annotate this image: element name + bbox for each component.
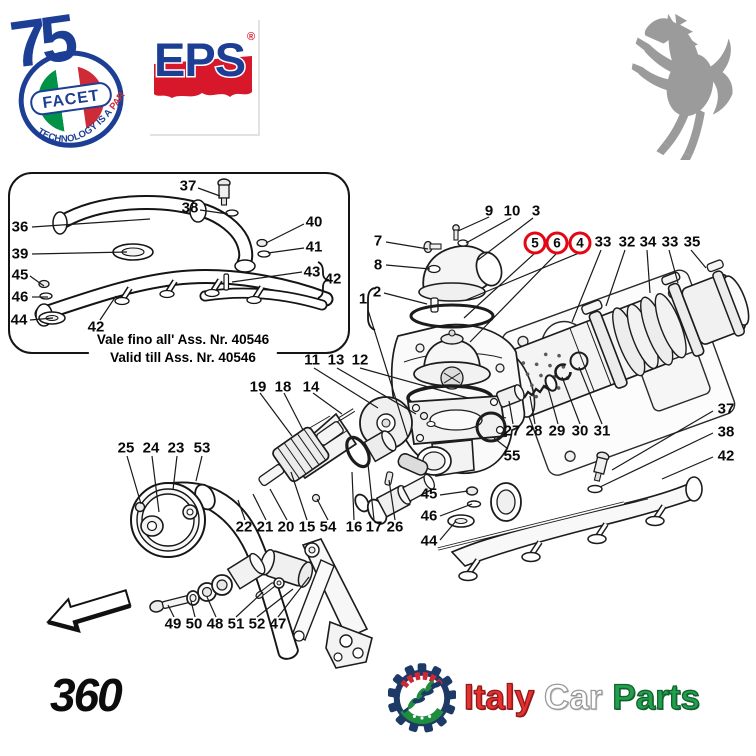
callout-1: 1 bbox=[358, 290, 368, 308]
callout-37: 37 bbox=[179, 177, 197, 195]
laurel-green-arc bbox=[400, 707, 444, 725]
callout-38: 38 bbox=[717, 423, 735, 441]
store-logo: Italy Car Parts bbox=[388, 660, 710, 736]
callout-33: 33 bbox=[594, 233, 612, 251]
callout-10: 10 bbox=[503, 202, 521, 220]
callout-20: 20 bbox=[277, 518, 295, 536]
bracket-glyph bbox=[367, 287, 376, 331]
bracket-glyph bbox=[317, 261, 330, 299]
callout-14: 14 bbox=[302, 378, 320, 396]
hardware-row bbox=[149, 453, 429, 613]
facet-name-band bbox=[30, 82, 112, 116]
callout-36: 36 bbox=[11, 218, 29, 236]
callout-35: 35 bbox=[683, 233, 701, 251]
callout-39: 39 bbox=[11, 245, 29, 263]
callout-42: 42 bbox=[87, 318, 105, 336]
callout-43: 43 bbox=[303, 263, 321, 281]
callout-18: 18 bbox=[274, 378, 292, 396]
callout-6: 6 bbox=[545, 231, 569, 255]
small-parts-diagonal bbox=[475, 351, 589, 443]
callout-42: 42 bbox=[324, 270, 342, 288]
callout-45: 45 bbox=[11, 266, 29, 284]
callout-38: 38 bbox=[181, 199, 199, 217]
inset-note-line1: Vale fino all' Ass. Nr. 40546 bbox=[96, 332, 270, 347]
branch-icon bbox=[402, 680, 442, 714]
eps-red-shape bbox=[154, 56, 252, 98]
ferrari-horse-icon bbox=[631, 13, 733, 160]
hose-clamp bbox=[588, 310, 628, 389]
callout-16: 16 bbox=[345, 518, 363, 536]
thermostat-assembly bbox=[406, 224, 508, 477]
callout-54: 54 bbox=[319, 518, 337, 536]
callout-12: 12 bbox=[351, 351, 369, 369]
store-word-parts: Parts bbox=[612, 677, 701, 717]
callout-4: 4 bbox=[568, 231, 592, 255]
callout-27: 27 bbox=[503, 422, 521, 440]
callout-49: 49 bbox=[164, 615, 182, 633]
callout-51: 51 bbox=[227, 615, 245, 633]
inset-note-line2: Valid till Ass. Nr. 40546 bbox=[110, 349, 256, 365]
callout-3: 3 bbox=[531, 202, 541, 220]
callout-5: 5 bbox=[523, 231, 547, 255]
pump-cover-assembly bbox=[285, 412, 435, 525]
leader-lines bbox=[29, 187, 714, 618]
callout-37: 37 bbox=[717, 400, 735, 418]
callout-31: 31 bbox=[593, 422, 611, 440]
store-word-italy: Italy bbox=[463, 677, 535, 717]
eps-logo: EPS ® bbox=[148, 18, 258, 134]
store-word-car: Car bbox=[543, 677, 603, 717]
callout-46: 46 bbox=[11, 288, 29, 306]
manifold-lower bbox=[437, 451, 703, 582]
callout-23: 23 bbox=[167, 439, 185, 457]
callout-46: 46 bbox=[420, 507, 438, 525]
callout-11: 11 bbox=[304, 351, 320, 369]
callout-45: 45 bbox=[420, 485, 438, 503]
callout-44: 44 bbox=[10, 311, 28, 329]
callout-7: 7 bbox=[373, 232, 383, 250]
inset-box bbox=[8, 172, 350, 354]
callout-47: 47 bbox=[269, 615, 287, 633]
callout-2: 2 bbox=[372, 283, 382, 301]
callout-34: 34 bbox=[639, 233, 657, 251]
model-label: 360 bbox=[50, 669, 123, 721]
callout-44: 44 bbox=[420, 532, 438, 550]
direction-arrow bbox=[46, 589, 132, 634]
gear-icon bbox=[388, 663, 456, 733]
callout-40: 40 bbox=[305, 213, 323, 231]
pulley-assembly bbox=[130, 481, 299, 660]
callout-22: 22 bbox=[235, 518, 253, 536]
inset-early-version-parts bbox=[34, 178, 334, 327]
eps-reg-mark: ® bbox=[247, 31, 255, 43]
callout-50: 50 bbox=[185, 615, 203, 633]
callout-42: 42 bbox=[717, 447, 735, 465]
callout-19: 19 bbox=[249, 378, 267, 396]
callout-26: 26 bbox=[386, 518, 404, 536]
tensioner-bracket bbox=[259, 538, 373, 669]
callout-30: 30 bbox=[571, 422, 589, 440]
callout-9: 9 bbox=[484, 202, 494, 220]
rotor-shaft bbox=[258, 421, 344, 487]
callout-15: 15 bbox=[298, 518, 316, 536]
callout-21: 21 bbox=[256, 518, 274, 536]
callout-24: 24 bbox=[142, 439, 160, 457]
eps-name: EPS bbox=[154, 33, 245, 86]
facet-logo: FACET 75 TECHNOLOGY IS A PART OF US bbox=[0, 0, 130, 149]
callout-48: 48 bbox=[206, 615, 224, 633]
callout-25: 25 bbox=[117, 439, 135, 457]
callout-55: 55 bbox=[503, 447, 521, 465]
callout-29: 29 bbox=[548, 422, 566, 440]
inset-note: Vale fino all' Ass. Nr. 40546 Valid till… bbox=[88, 331, 278, 367]
callout-8: 8 bbox=[373, 256, 383, 274]
callout-13: 13 bbox=[327, 351, 345, 369]
callout-53: 53 bbox=[193, 439, 211, 457]
callout-17: 17 bbox=[365, 518, 383, 536]
callout-33: 33 bbox=[661, 233, 679, 251]
callout-28: 28 bbox=[525, 422, 543, 440]
facet-orbit-ring bbox=[18, 50, 124, 148]
callout-52: 52 bbox=[248, 615, 266, 633]
callout-32: 32 bbox=[618, 233, 636, 251]
callout-41: 41 bbox=[305, 238, 323, 256]
